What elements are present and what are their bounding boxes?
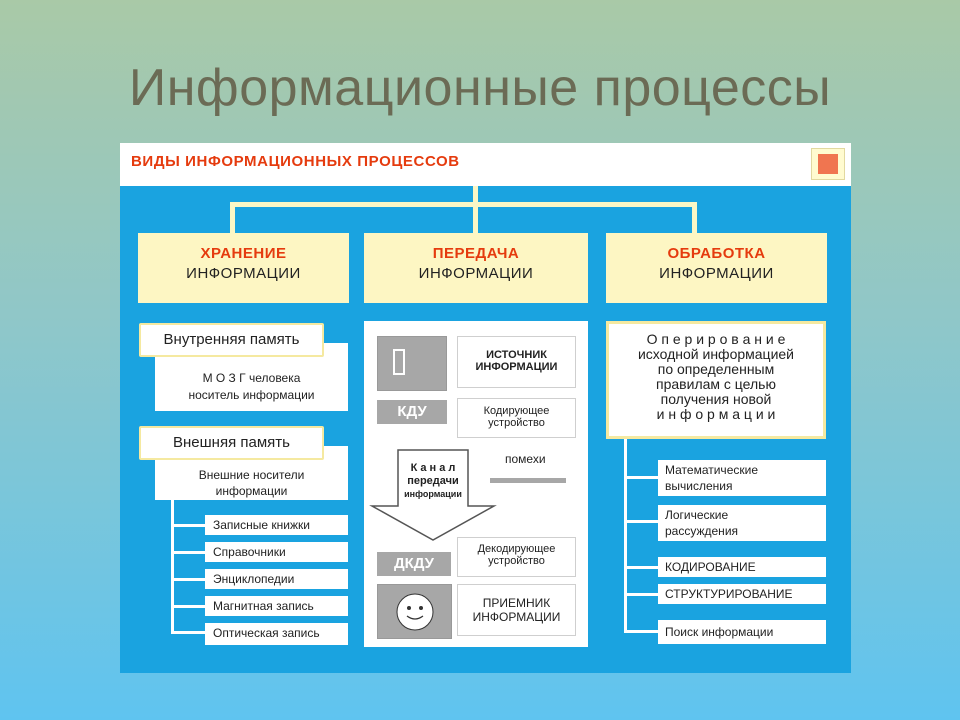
source-box: ИСТОЧНИК ИНФОРМАЦИИ: [457, 336, 576, 388]
connector-line: [171, 605, 205, 608]
storage-item-optical: Оптическая запись: [205, 623, 348, 645]
receiver-image: [377, 584, 452, 639]
connector-line: [624, 439, 627, 632]
connector-line: [624, 593, 658, 596]
external-desc-line1: Внешние носители: [198, 468, 305, 482]
category-transfer-title: ПЕРЕДАЧА: [432, 245, 520, 262]
processing-item-logic-line1: Логические: [665, 508, 729, 522]
panel-title: ВИДЫ ИНФОРМАЦИОННЫХ ПРОЦЕССОВ: [131, 153, 460, 170]
processing-desc-line3: по определенным: [657, 361, 775, 377]
processing-item-coding: КОДИРОВАНИЕ: [658, 557, 826, 577]
channel-line3: информации: [404, 489, 462, 499]
connector-line: [171, 500, 174, 632]
encoder-line1: Кодирующее: [483, 405, 550, 417]
connector-line: [624, 630, 658, 633]
category-storage: ХРАНЕНИЕ ИНФОРМАЦИИ: [138, 233, 349, 303]
corner-icon: [818, 154, 838, 174]
channel-label: К а н а л передачи информации: [398, 462, 468, 501]
storage-item-notebooks: Записные книжки: [205, 515, 348, 535]
processing-desc-line6: и н ф о р м а ц и и: [656, 406, 776, 422]
processing-item-logic-line2: рассуждения: [665, 524, 739, 538]
processing-desc: О п е р и р о в а н и е исходной информа…: [606, 321, 826, 439]
encoder-box: Кодирующее устройство: [457, 398, 576, 438]
storage-item-magnetic: Магнитная запись: [205, 596, 348, 616]
smiley-face-icon: [396, 593, 434, 631]
dkdu-block: ДКДУ: [377, 552, 451, 576]
source-glyph-icon: [393, 349, 405, 375]
internal-desc-line1: М О З Г человека: [202, 371, 301, 385]
processing-item-math: Математические вычисления: [658, 460, 826, 496]
slide-title: Информационные процессы: [128, 59, 832, 117]
corner-button[interactable]: [811, 148, 845, 180]
processing-item-search: Поиск информации: [658, 620, 826, 644]
processing-desc-line5: получения новой: [660, 391, 772, 407]
connector-line: [230, 202, 696, 207]
connector-line: [171, 524, 205, 527]
connector-line: [473, 202, 478, 234]
connector-line: [171, 578, 205, 581]
connector-line: [171, 631, 205, 634]
category-processing-subtitle: ИНФОРМАЦИИ: [659, 265, 774, 282]
receiver-line2: ИНФОРМАЦИИ: [472, 610, 561, 624]
category-transfer: ПЕРЕДАЧА ИНФОРМАЦИИ: [364, 233, 588, 303]
decoder-box: Декодирующее устройство: [457, 537, 576, 577]
connector-line: [624, 476, 658, 479]
connector-line: [171, 551, 205, 554]
source-image: [377, 336, 447, 391]
storage-item-encyclopedias: Энциклопедии: [205, 569, 348, 589]
processing-desc-line2: исходной информацией: [637, 346, 795, 362]
category-processing: ОБРАБОТКА ИНФОРМАЦИИ: [606, 233, 827, 303]
processing-item-math-line1: Математические: [665, 463, 758, 477]
connector-line: [624, 566, 658, 569]
noise-bar: [490, 478, 566, 483]
connector-line: [473, 186, 478, 204]
internal-desc-line2: носитель информации: [188, 388, 315, 402]
channel-line1: К а н а л: [410, 462, 456, 474]
category-transfer-subtitle: ИНФОРМАЦИИ: [418, 265, 534, 282]
connector-line: [230, 202, 235, 234]
kdu-block: КДУ: [377, 400, 447, 424]
channel-arrow-icon: [369, 449, 497, 541]
processing-desc-line1: О п е р и р о в а н и е: [646, 331, 786, 347]
connector-line: [624, 520, 658, 523]
decoder-line1: Декодирующее: [477, 543, 556, 555]
category-storage-subtitle: ИНФОРМАЦИИ: [186, 265, 301, 282]
encoder-line2: устройство: [488, 417, 545, 429]
source-line1: ИСТОЧНИК: [486, 349, 547, 361]
processing-item-math-line2: вычисления: [665, 479, 733, 493]
external-desc-line2: информации: [215, 484, 288, 498]
panel-header: [120, 143, 851, 186]
connector-line: [692, 202, 697, 234]
category-storage-title: ХРАНЕНИЕ: [200, 245, 287, 262]
receiver-line1: ПРИЕМНИК: [482, 596, 551, 610]
processing-item-logic: Логические рассуждения: [658, 505, 826, 541]
storage-item-handbooks: Справочники: [205, 542, 348, 562]
channel-line2: передачи: [407, 475, 459, 487]
internal-memory-label: Внутренняя память: [139, 323, 324, 357]
decoder-line2: устройство: [488, 555, 545, 567]
receiver-box: ПРИЕМНИК ИНФОРМАЦИИ: [457, 584, 576, 636]
noise-label: помехи: [505, 452, 546, 466]
processing-item-structuring: СТРУКТУРИРОВАНИЕ: [658, 584, 826, 604]
source-line2: ИНФОРМАЦИИ: [475, 361, 558, 373]
processing-desc-line4: правилам с целью: [656, 376, 776, 392]
external-memory-label: Внешняя память: [139, 426, 324, 460]
category-processing-title: ОБРАБОТКА: [667, 245, 766, 262]
